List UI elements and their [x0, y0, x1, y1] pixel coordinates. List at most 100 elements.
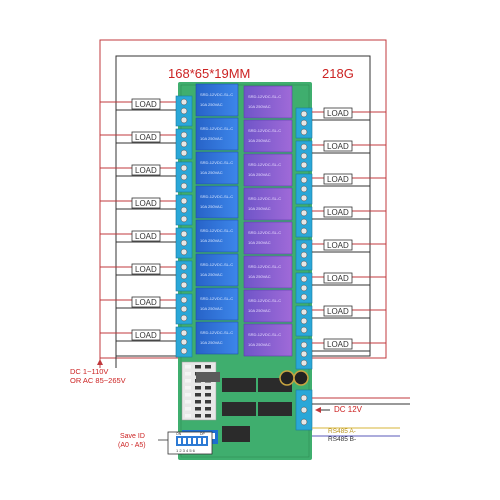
load-right-1: LOAD: [312, 107, 386, 121]
dimensions-label: 168*65*19MM: [168, 66, 250, 81]
relay-left-6: SRD-12VDC-SL-C 10A 250VAC: [195, 253, 239, 287]
relay-marking: 10A 250VAC: [248, 206, 271, 211]
relay-marking: 10A 250VAC: [200, 102, 223, 107]
led-cell: [195, 386, 201, 390]
relay-marking: SRD-12VDC-SL-C: [200, 126, 233, 131]
load-label: LOAD: [327, 175, 349, 184]
load-right-7: LOAD: [312, 305, 386, 319]
relay-marking: 10A 250VAC: [200, 204, 223, 209]
load-label: LOAD: [327, 109, 349, 118]
led-cell: [205, 393, 211, 397]
left-terminal-5: [175, 227, 193, 259]
load-label: LOAD: [135, 265, 157, 274]
load-label: LOAD: [327, 307, 349, 316]
led-indicator-block: [181, 361, 217, 421]
relay-marking: SRD-12VDC-SL-C: [248, 230, 281, 235]
relay-marking: SRD-12VDC-SL-C: [200, 262, 233, 267]
led-cell: [195, 393, 201, 397]
relay-marking: SRD-12VDC-SL-C: [248, 128, 281, 133]
save-id-line1: Save ID: [120, 433, 145, 440]
right-terminal-1: [295, 107, 313, 139]
load-left-3: LOAD: [100, 164, 176, 177]
led-cell: [205, 407, 211, 411]
led-cell: [205, 386, 211, 390]
relay-marking: SRD-12VDC-SL-C: [248, 264, 281, 269]
led-cell: [185, 393, 191, 397]
load-label: LOAD: [135, 166, 157, 175]
dip-key: [193, 438, 196, 444]
right-terminal-2: [295, 140, 313, 172]
right-terminal-5: [295, 239, 313, 271]
relay-marking: 10A 250VAC: [200, 306, 223, 311]
relay-marking: 10A 250VAC: [248, 172, 271, 177]
left-terminal-6: [175, 260, 193, 292]
relay-marking: 10A 250VAC: [200, 272, 223, 277]
relay-right-6: SRD-12VDC-SL-C 10A 250VAC: [243, 255, 293, 289]
dc-input-label: DC 12V: [334, 405, 363, 414]
led-cell: [205, 414, 211, 418]
load-right-6: LOAD: [312, 272, 386, 286]
dip-key: [198, 438, 201, 444]
left-terminal-4: [175, 194, 193, 226]
load-left-7: LOAD: [100, 296, 176, 309]
left-relay-column: SRD-12VDC-SL-C 10A 250VAC SRD-12VDC-SL-C 10…: [195, 83, 239, 355]
led-cell: [195, 365, 201, 369]
right-terminal-4: [295, 206, 313, 238]
relay-right-4: SRD-12VDC-SL-C 10A 250VAC: [243, 187, 293, 221]
rs485-b-label: RS485 B-: [328, 436, 356, 443]
led-cell: [195, 407, 201, 411]
load-label: LOAD: [135, 100, 157, 109]
dip-dp-label: DP: [200, 432, 206, 436]
load-label: LOAD: [327, 340, 349, 349]
load-label: LOAD: [135, 199, 157, 208]
relay-marking: SRD-12VDC-SL-C: [248, 332, 281, 337]
capacitors: [196, 370, 309, 386]
relay-marking: SRD-12VDC-SL-C: [200, 194, 233, 199]
relay-right-5: SRD-12VDC-SL-C 10A 250VAC: [243, 221, 293, 255]
load-right-2: LOAD: [312, 140, 386, 154]
relay-marking: SRD-12VDC-SL-C: [248, 298, 281, 303]
relay-marking: 10A 250VAC: [248, 104, 271, 109]
left-terminal-1: [175, 95, 193, 127]
led-cell: [195, 414, 201, 418]
save-id-line2: (A0 - A5): [118, 442, 146, 449]
dc-rs485-wires: [312, 397, 410, 437]
left-terminal-8: [175, 326, 193, 358]
relay-marking: SRD-12VDC-SL-C: [248, 196, 281, 201]
led-cell: [205, 400, 211, 404]
dip-key: [188, 438, 191, 444]
relay-marking: 10A 250VAC: [248, 240, 271, 245]
power-rs485-terminals: [295, 389, 313, 431]
load-left-4: LOAD: [100, 197, 176, 210]
led-cell: [185, 407, 191, 411]
left-load-labels: LOAD LOAD LOAD LOAD LOAD LOAD LOAD LOAD: [100, 98, 176, 342]
rs485-a-label: RS485 A-: [328, 428, 356, 435]
left-terminal-2: [175, 128, 193, 160]
load-label: LOAD: [135, 133, 157, 142]
dip-numbers: 1 2 3 4 5 6: [176, 448, 196, 453]
load-label: LOAD: [327, 208, 349, 217]
dip-key: [183, 438, 186, 444]
load-label: LOAD: [135, 298, 157, 307]
dip-key: [211, 433, 215, 439]
relay-marking: 10A 250VAC: [248, 274, 271, 279]
led-cell: [185, 386, 191, 390]
load-left-6: LOAD: [100, 263, 176, 276]
relay-marking: 10A 250VAC: [248, 308, 271, 313]
power-label-line1: DC 1~110V: [70, 367, 108, 376]
dip-key: [178, 438, 181, 444]
load-left-5: LOAD: [100, 230, 176, 243]
load-label: LOAD: [135, 331, 157, 340]
weight-label: 218G: [322, 66, 354, 81]
right-terminal-blocks: [295, 107, 313, 370]
load-label: LOAD: [327, 142, 349, 151]
relay-marking: 10A 250VAC: [200, 170, 223, 175]
